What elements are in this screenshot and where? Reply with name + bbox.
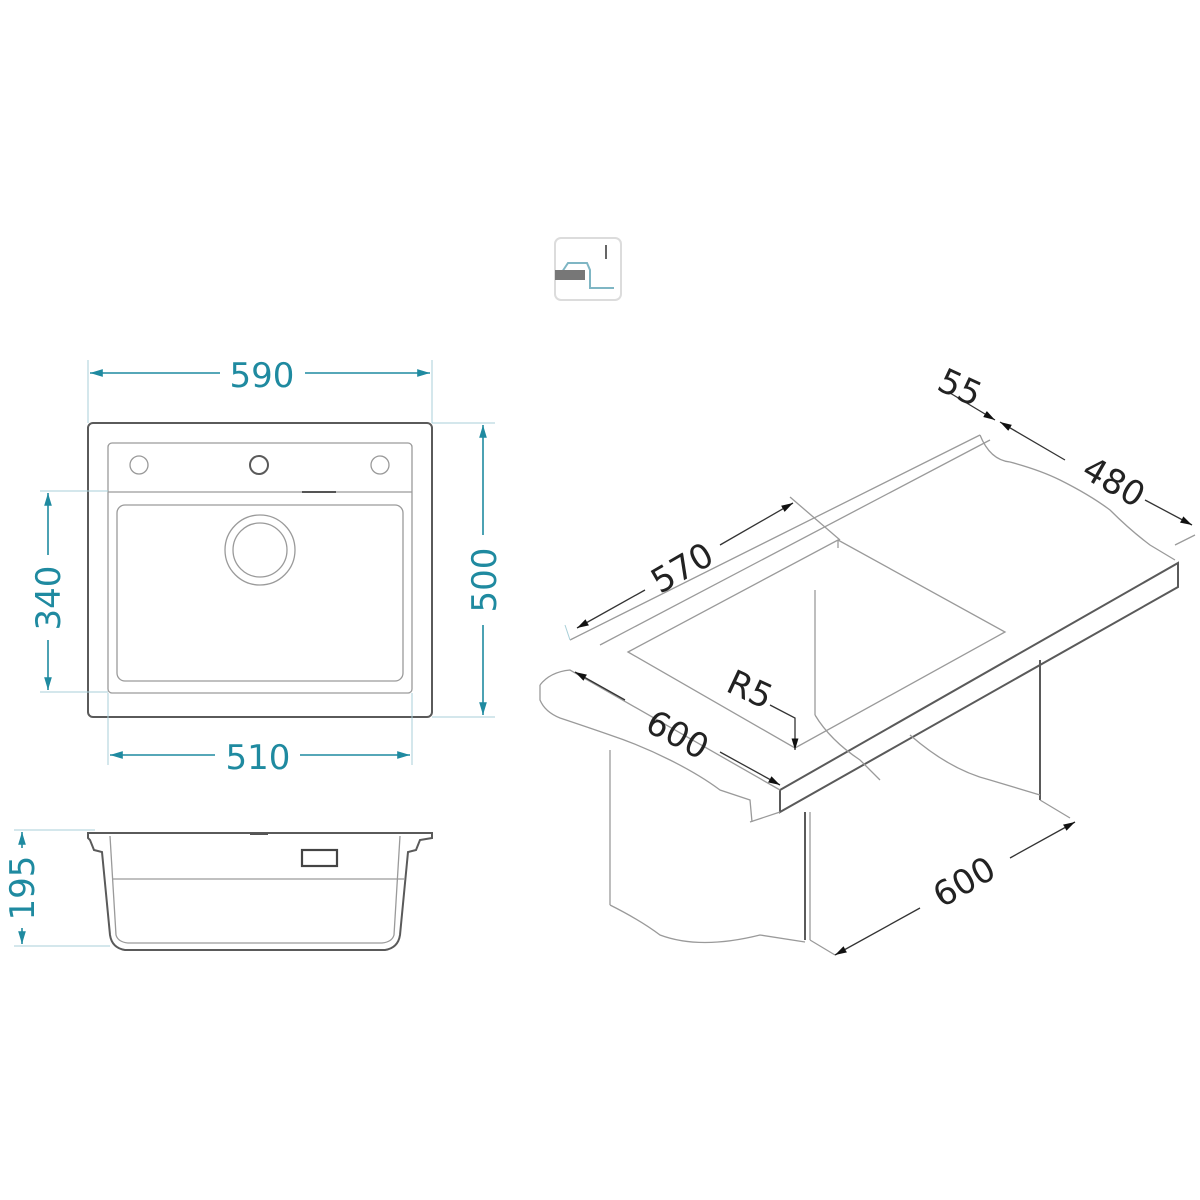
- dim-bowl-depth: 340: [29, 566, 69, 631]
- top-view: 590 510 340 500: [29, 356, 505, 778]
- undermount-installation-icon: [554, 237, 622, 301]
- side-view: 195: [3, 829, 433, 951]
- tap-hole-icon: [249, 455, 269, 475]
- tap-hole-icon: [370, 455, 390, 475]
- dim-countertop-depth: 600: [639, 702, 715, 768]
- tap-hole-icon: [129, 455, 149, 475]
- drain-icon: [224, 514, 296, 586]
- dim-outer-width: 590: [230, 356, 295, 396]
- dim-edge-offset: 55: [932, 361, 988, 416]
- dim-corner-radius: R5: [721, 662, 779, 717]
- dim-height: 195: [3, 856, 43, 921]
- dim-cabinet-width: 600: [926, 849, 1002, 916]
- dim-bowl-width: 510: [226, 738, 291, 778]
- dim-outer-depth: 500: [465, 548, 505, 613]
- installation-view: 570 55 480 R5 600 600: [539, 361, 1196, 956]
- dim-cutout-width: 570: [644, 535, 720, 602]
- dim-cutout-depth: 480: [1075, 449, 1151, 516]
